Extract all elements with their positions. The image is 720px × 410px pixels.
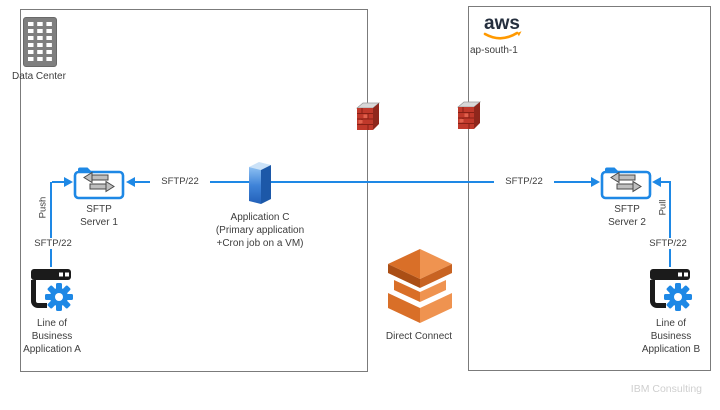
sftp-server-2-label-line1: SFTP — [614, 204, 640, 215]
sftp-server-1-icon — [73, 167, 125, 200]
aws-region-label: ap-south-1 — [470, 45, 518, 56]
sftp-server-2-label: SFTP Server 2 — [597, 204, 657, 230]
lob-application-b-label: Line of Business Application B — [629, 318, 713, 356]
application-c-icon — [249, 162, 271, 204]
data-center-building-icon — [23, 17, 57, 67]
pull-port-label: SFTP/22 — [645, 238, 691, 249]
lob-a-label-line3: Application A — [23, 343, 81, 355]
lob-application-b-icon — [650, 269, 692, 311]
application-c-label-line2: (Primary application — [215, 224, 305, 236]
arrowhead-pull-into-sftp-server-2 — [652, 177, 661, 187]
lob-a-label-line2: Business — [31, 330, 73, 342]
push-direction-label: Push — [37, 196, 49, 219]
sftp-server-1-label-line2: Server 1 — [80, 216, 118, 228]
application-c-label: Application C (Primary application +Cron… — [190, 212, 330, 250]
lob-b-label-line2: Business — [650, 330, 692, 342]
lob-a-label-line1: Line of — [36, 318, 68, 329]
firewall-right-icon — [456, 101, 482, 129]
push-port-label: SFTP/22 — [30, 238, 76, 249]
lob-application-a-icon — [31, 269, 73, 311]
arrowhead-into-sftp-server-2 — [591, 177, 600, 187]
pull-link-stub — [661, 181, 671, 183]
sftp-server-2-icon — [600, 167, 652, 200]
lob-application-a-label: Line of Business Application A — [10, 318, 94, 356]
arrowhead-into-sftp-server-1 — [126, 177, 135, 187]
pull-direction-label: Pull — [657, 199, 669, 216]
application-c-label-line3: +Cron job on a VM) — [216, 237, 304, 249]
sftp-server-1-label: SFTP Server 1 — [69, 204, 129, 230]
aws-logo-icon: aws — [483, 13, 522, 40]
pull-link-vertical — [669, 182, 671, 267]
sftp-server-1-label-line1: SFTP — [86, 204, 112, 215]
push-link-stub — [52, 181, 64, 183]
gear-icon — [664, 283, 692, 311]
data-center-label: Data Center — [12, 71, 66, 82]
push-link-vertical — [50, 182, 52, 267]
lob-b-label-line3: Application B — [641, 343, 701, 355]
application-c-label-line1: Application C — [230, 212, 290, 223]
aws-logo-text: aws — [484, 13, 520, 34]
direct-connect-label: Direct Connect — [385, 331, 453, 342]
main-sftp-link-line — [135, 181, 591, 183]
lob-b-label-line1: Line of — [655, 318, 687, 329]
arrowhead-push-into-sftp-server-1 — [64, 177, 73, 187]
direct-connect-icon — [388, 249, 452, 323]
ibm-consulting-watermark: IBM Consulting — [630, 383, 702, 395]
right-link-port-label: SFTP/22 — [494, 176, 554, 187]
aws-region-box — [468, 6, 711, 371]
left-link-port-label: SFTP/22 — [150, 176, 210, 187]
gear-icon — [45, 283, 73, 311]
firewall-left-icon — [355, 102, 381, 130]
sftp-server-2-label-line2: Server 2 — [608, 216, 646, 228]
